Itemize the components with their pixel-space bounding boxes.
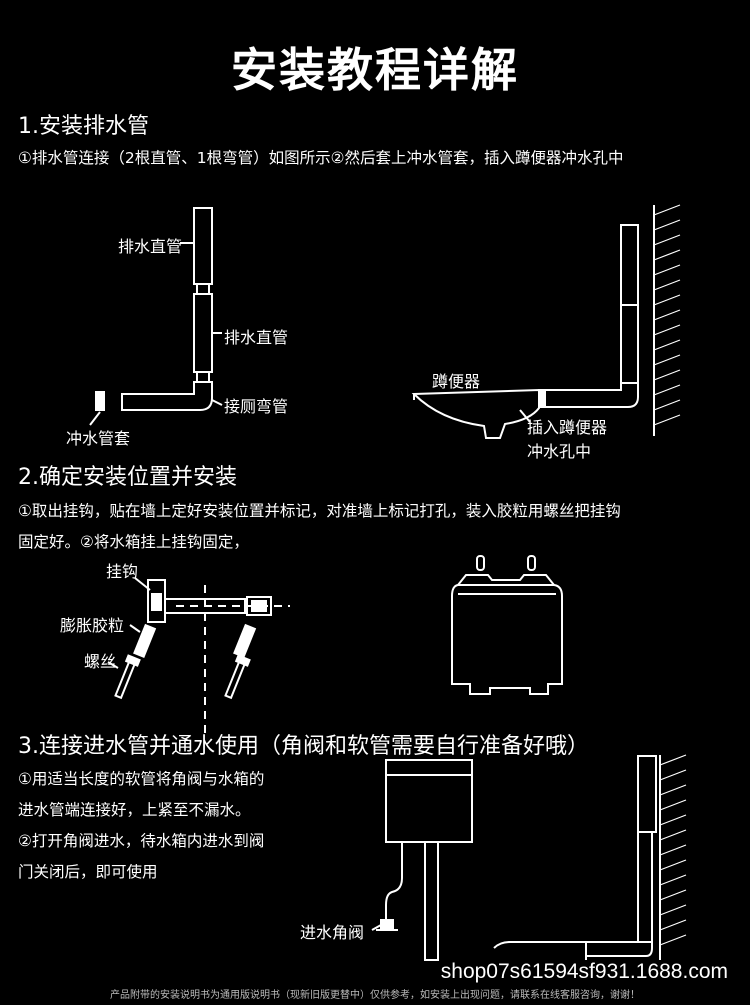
step3-line-2: 进水管端连接好，上紧至不漏水。 (18, 801, 251, 819)
shop-watermark: shop07s61594sf931.1688.com (440, 960, 728, 983)
step1-text: ①排水管连接（2根直管、1根弯管）如图所示②然后套上冲水管套，插入蹲便器冲水孔中 (18, 149, 624, 167)
step2-heading: 2.确定安装位置并安装 (18, 465, 237, 490)
step1-heading: 1.安装排水管 (18, 114, 149, 139)
label-insert-line1: 插入蹲便器 (527, 418, 608, 437)
label-hook: 挂钩 (106, 562, 139, 581)
step2-text-line1: ①取出挂钩，贴在墙上定好安装位置并标记，对准墙上标记打孔，装入胶粒用螺丝把挂钩 (18, 502, 621, 520)
step3-line-3: ②打开角阀进水，待水箱内进水到阀 (18, 832, 265, 850)
label-valve: 进水角阀 (300, 923, 365, 942)
step3-line-1: ①用适当长度的软管将角阀与水箱的 (18, 770, 265, 788)
label-anchor: 膨胀胶粒 (60, 616, 125, 635)
label-insert-line2: 冲水孔中 (527, 442, 592, 461)
step3-line-4: 门关闭后，即可使用 (18, 863, 158, 881)
step3-heading: 3.连接进水管并通水使用（角阀和软管需要自行准备好哦） (18, 734, 589, 759)
label-flush-sleeve: 冲水管套 (66, 429, 131, 448)
footnote: 产品附带的安装说明书为通用版说明书（现新旧版更替中）仅供参考，如安装上出现问题，… (110, 990, 640, 1001)
label-pipe-middle: 排水直管 (224, 328, 289, 347)
label-pipe-top: 排水直管 (118, 237, 183, 256)
label-screw: 螺丝 (84, 652, 117, 671)
label-elbow: 接厕弯管 (224, 397, 289, 416)
step2-text-line2: 固定好。②将水箱挂上挂钩固定， (18, 533, 249, 551)
page-title: 安装教程详解 (231, 43, 519, 97)
label-squat-toilet: 蹲便器 (432, 372, 481, 391)
